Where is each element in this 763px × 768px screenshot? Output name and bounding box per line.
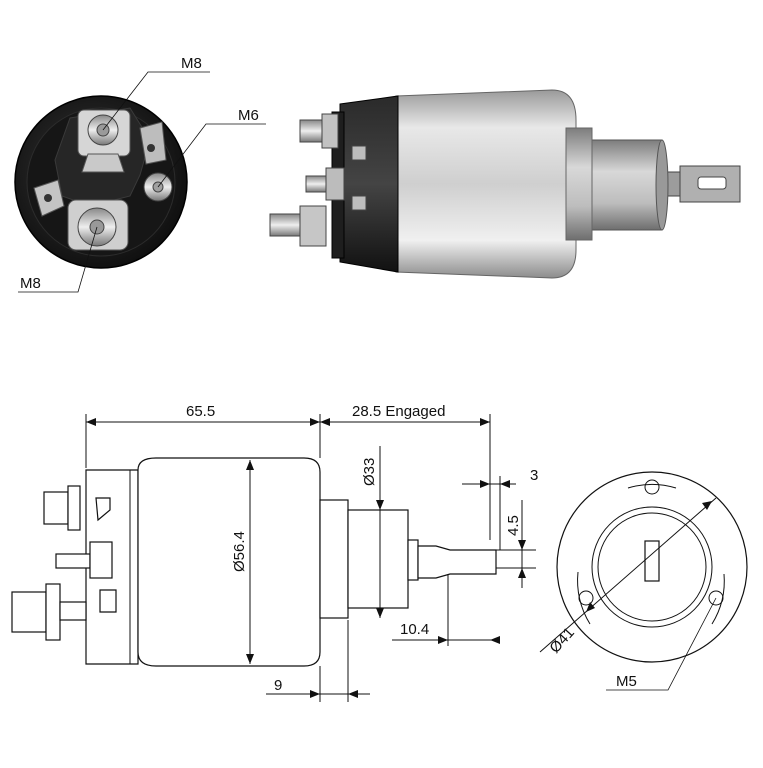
callout-m5: M5: [616, 673, 637, 690]
dim-plunger-diameter: Ø33: [361, 458, 378, 486]
side-middle-stud: [305, 145, 367, 211]
dim-tab-width: 4.5: [505, 515, 522, 536]
callout-m8-bottom: M8: [20, 275, 41, 292]
dim-flange-step: 9: [274, 677, 282, 694]
top-terminal-m8: [77, 109, 131, 173]
bottom-terminal-m8: [67, 199, 129, 251]
drawing-terminals: [11, 485, 117, 641]
callout-m8-top: M8: [181, 55, 202, 72]
end-view-drawing: Ø41 M5: [539, 471, 748, 691]
dim-body-diameter: Ø56.4: [231, 531, 248, 572]
dim-slot-offset: 3: [530, 467, 538, 484]
rear-face-photo: [14, 95, 188, 269]
photo-callouts: M8 M6 M8: [18, 55, 266, 293]
side-lower-stud: [269, 205, 327, 247]
callout-m6: M6: [238, 107, 259, 124]
dim-bolt-circle: Ø41: [546, 624, 578, 656]
dim-body-length: 65.5: [186, 403, 215, 420]
side-upper-stud: [299, 113, 339, 149]
side-view-photo: [269, 89, 741, 279]
dim-engaged-travel: 28.5 Engaged: [352, 403, 445, 420]
dim-tab-length: 10.4: [400, 621, 429, 638]
dimension-drawing: 65.5 28.5 Engaged Ø56.4 Ø33 3 4.5: [11, 403, 538, 702]
